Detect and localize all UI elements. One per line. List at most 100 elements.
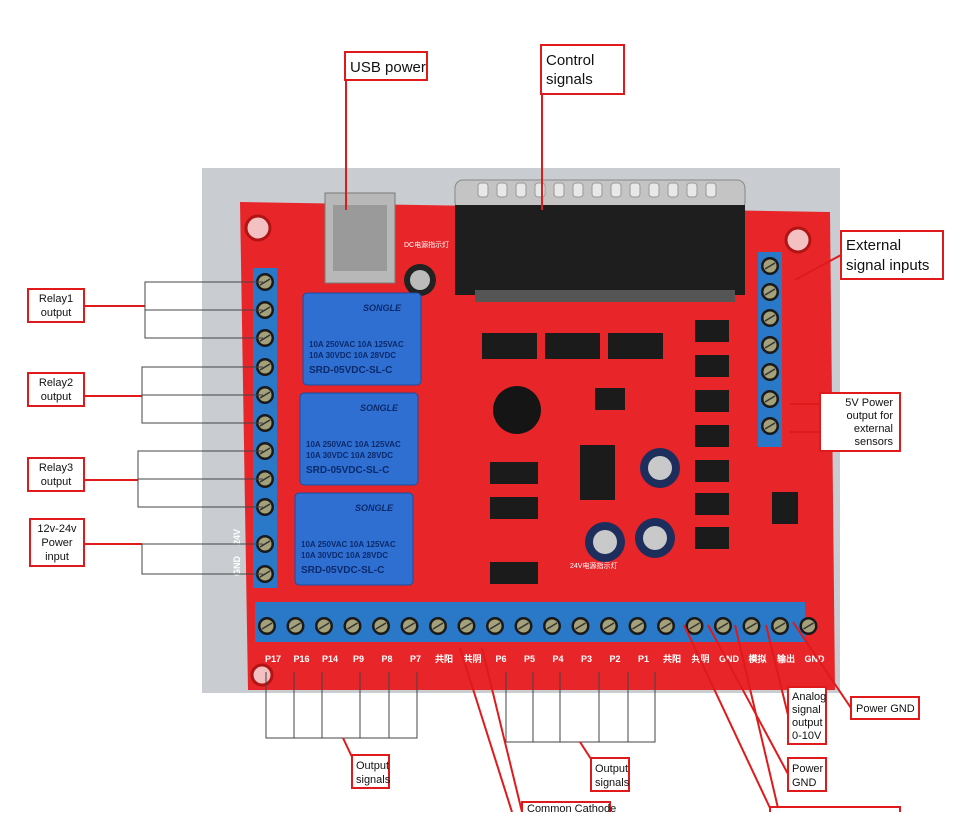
left-screw-slot (259, 391, 271, 399)
mount-hole-tl (244, 214, 272, 242)
bottom-pin-label: 共阳 (663, 653, 681, 664)
capacitor-usb-top (410, 270, 430, 290)
inductor (493, 386, 541, 434)
db25-tooth (553, 182, 565, 198)
ic-chip-2 (545, 333, 600, 359)
bottom-pin-label: P4 (552, 654, 563, 664)
left-screw (256, 273, 274, 291)
leader-cutoff-right (683, 624, 771, 809)
callout-power-gnd-lower (787, 757, 827, 792)
label-output-left-2: signals (356, 774, 391, 786)
relay-spec-1: 10A 250VAC 10A 125VAC (309, 340, 404, 349)
left-screw (256, 565, 274, 583)
bottom-pin-label: 模拟 (748, 653, 766, 664)
capacitor-3-top (643, 526, 667, 550)
leader-cutoff-right-2 (734, 624, 779, 809)
bottom-screw (457, 617, 476, 635)
optocoupler (695, 425, 729, 447)
bottom-pin-label: P7 (410, 654, 421, 664)
left-screw (256, 442, 274, 460)
output-left-ticks (265, 672, 418, 738)
usb-connector-inner (333, 205, 387, 271)
board-mark-24v: 24V电源指示灯 (570, 561, 617, 570)
leader-output-left (342, 737, 353, 758)
bottom-screw (514, 617, 533, 635)
relays: SONGLE 10A 250VAC 10A 125VAC 10A 30VDC 10A… (294, 292, 422, 586)
relay-model: SRD-05VDC-SL-C (309, 365, 392, 376)
callout-output-left (351, 754, 390, 789)
bottom-screw-slot (375, 622, 387, 630)
bottom-pin-label: P14 (322, 654, 338, 664)
bottom-screw (742, 617, 761, 635)
right-screw (761, 309, 779, 327)
right-screw (761, 336, 779, 354)
bottom-screw-slot (489, 622, 501, 630)
bottom-screw-slot (803, 622, 814, 630)
bottom-screw-slot (518, 622, 529, 630)
bottom-pin-label: 共阳 (435, 653, 453, 664)
mount-hole-bl (250, 663, 274, 687)
optocoupler (695, 527, 729, 549)
db25-tooth (496, 182, 508, 198)
label-external-inputs-1: External (846, 237, 901, 254)
db25-body (455, 205, 745, 295)
bottom-pin-label: P9 (353, 654, 364, 664)
label-power-gnd-lower-1: Power (792, 763, 824, 775)
db25-tooth (667, 182, 679, 198)
optocoupler (695, 355, 729, 377)
bottom-screw-slot (404, 622, 415, 630)
left-screw-slot (259, 570, 271, 578)
optocoupler (695, 493, 729, 515)
bottom-screw-slot (432, 622, 444, 630)
ic-chip-4 (595, 388, 625, 410)
right-screw-slot (764, 395, 776, 403)
label-relay2-1: Relay2 (39, 377, 73, 389)
bottom-screw (714, 617, 732, 635)
callout-relay2 (27, 372, 85, 407)
right-screw-slot (764, 288, 776, 296)
relay-spec-2: 10A 30VDC 10A 28VDC (301, 551, 388, 560)
right-screw-slot (764, 314, 776, 322)
bottom-screws (258, 617, 818, 635)
db25-tooth (534, 182, 546, 198)
right-screw (761, 390, 779, 408)
bracket-relay1 (144, 281, 263, 339)
label-power-input-2: Power (41, 537, 73, 549)
bottom-pin-label: 输出 (777, 653, 795, 664)
leader-common-cathode-a (459, 647, 513, 813)
db25-tooth (648, 182, 660, 198)
optocoupler (695, 460, 729, 482)
left-screw-slot (259, 334, 271, 342)
label-external-inputs-2: signal inputs (846, 257, 929, 274)
regulator (580, 445, 615, 500)
leader-power-gnd-right (792, 621, 852, 709)
relay-model: SRD-05VDC-SL-C (301, 565, 384, 576)
left-screw-slot (259, 540, 271, 548)
optocoupler (490, 462, 538, 484)
capacitor-2-top (593, 530, 617, 554)
optocoupler (695, 320, 729, 342)
bracket-power-input (141, 543, 263, 575)
right-screw (761, 283, 779, 301)
optocoupler (695, 390, 729, 412)
bottom-screw (315, 617, 333, 635)
left-screw (256, 414, 274, 432)
bottom-screw-slot (575, 622, 586, 630)
relay-spec-2: 10A 30VDC 10A 28VDC (309, 351, 396, 360)
label-power-input-3: input (45, 551, 69, 563)
relay-brand: SONGLE (360, 403, 399, 413)
ic-chip-3 (608, 333, 663, 359)
bottom-pin-label: P3 (581, 654, 592, 664)
right-screw (761, 363, 779, 381)
bottom-screw-slot (717, 622, 729, 630)
bottom-pin-label: GND (805, 654, 826, 664)
right-screw (761, 417, 779, 435)
callout-output-right (590, 757, 630, 792)
right-screw-slot (764, 341, 776, 349)
bottom-pin-label: 共阴 (463, 653, 481, 664)
relay-brand: SONGLE (355, 503, 394, 513)
left-screw (256, 535, 274, 553)
label-5v-power-1: 5V Power (845, 397, 893, 409)
bottom-screw-slot (261, 622, 273, 630)
